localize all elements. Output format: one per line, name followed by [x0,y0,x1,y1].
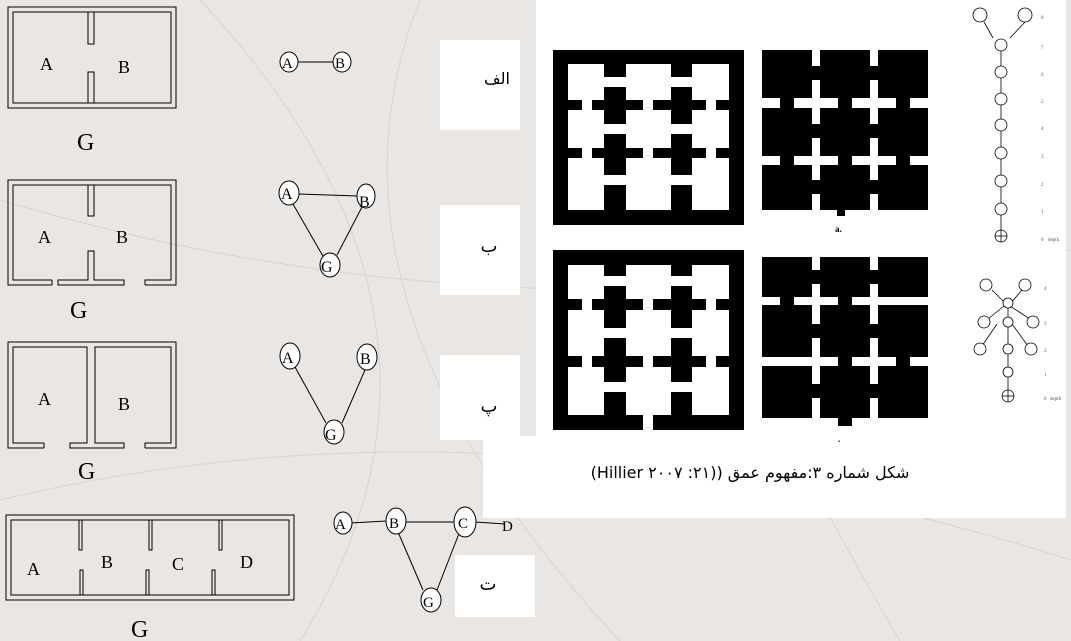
figure-caption: شکل شماره ۳:مفهوم عمق ((۲۱: ۲۰۰۷ Hillier… [591,463,910,483]
graph-node-label: G [321,259,333,276]
maze-solid-bottom [762,257,928,426]
outside-label: G [70,298,87,324]
plan-pe [7,341,177,449]
svg-text:2: 2 [1044,349,1047,354]
svg-text:7: 7 [1041,46,1044,51]
graph-node-label: D [502,519,513,535]
outside-label: G [77,130,94,156]
svg-text:1: 1 [1044,373,1047,378]
graph-node-label: G [423,595,434,611]
plan-be [7,179,177,286]
svg-text:4: 4 [1044,287,1047,292]
panel-label-b: . [838,434,840,444]
room-label: C [172,554,184,574]
room-label: B [101,552,113,572]
justified-graph-bottom [973,278,1040,403]
svg-text:5: 5 [1041,100,1044,105]
svg-text:3: 3 [1044,322,1047,327]
justified-graph-top [972,7,1033,243]
room-label: A [38,227,51,247]
graph-node-label: A [282,350,294,367]
plan-alef [7,6,177,109]
svg-text:6: 6 [1041,73,1044,78]
tag-pe: پ [481,396,498,417]
tag-alef: الف [484,69,510,88]
room-label: A [38,389,51,409]
room-label: B [116,227,128,247]
outside-label: G [131,617,148,641]
graph-be [278,180,376,278]
graph-node-label: A [335,517,346,533]
maze-thin-top-rooms [568,64,729,210]
svg-text:1: 1 [1041,210,1044,215]
graph-node-label: B [389,516,399,532]
maze-solid-top [762,50,928,216]
tag-box [440,205,520,295]
graph-node-label: B [335,56,345,72]
room-label: B [118,394,130,414]
svg-text:depth: depth [1048,238,1060,243]
svg-text:2: 2 [1041,183,1044,188]
graph-bottom-level-labels: 4 3 2 1 0 depth [1044,287,1062,402]
outside-label: G [78,459,95,485]
maze-thin-bottom-rooms [568,265,729,430]
graph-node-label: G [325,427,337,444]
tag-be: ب [481,236,498,257]
svg-text:4: 4 [1041,127,1044,132]
svg-text:0: 0 [1041,238,1044,243]
tag-box [455,555,535,617]
tag-box [440,40,520,130]
room-label: A [27,559,40,579]
room-label: B [118,57,130,77]
tag-te: ت [480,574,497,595]
graph-alef [279,51,352,73]
room-label: D [240,552,253,572]
graph-top-level-labels: 8 7 6 5 4 3 2 1 0 depth [1041,16,1060,243]
graph-te [333,506,506,613]
svg-text:0: 0 [1044,397,1047,402]
graph-node-label: A [281,186,293,203]
panel-label-a: a. [835,224,842,234]
graph-node-label: B [360,351,371,368]
room-label: A [40,54,53,74]
graph-pe [279,342,378,445]
caption-panel [483,436,1066,518]
tag-box [440,355,520,440]
plan-te [5,514,295,601]
svg-text:depth: depth [1050,397,1062,402]
graph-node-label: A [282,56,293,72]
svg-text:8: 8 [1041,16,1044,21]
graph-node-label: B [359,194,370,211]
svg-text:3: 3 [1041,155,1044,160]
graph-node-label: C [458,516,468,532]
